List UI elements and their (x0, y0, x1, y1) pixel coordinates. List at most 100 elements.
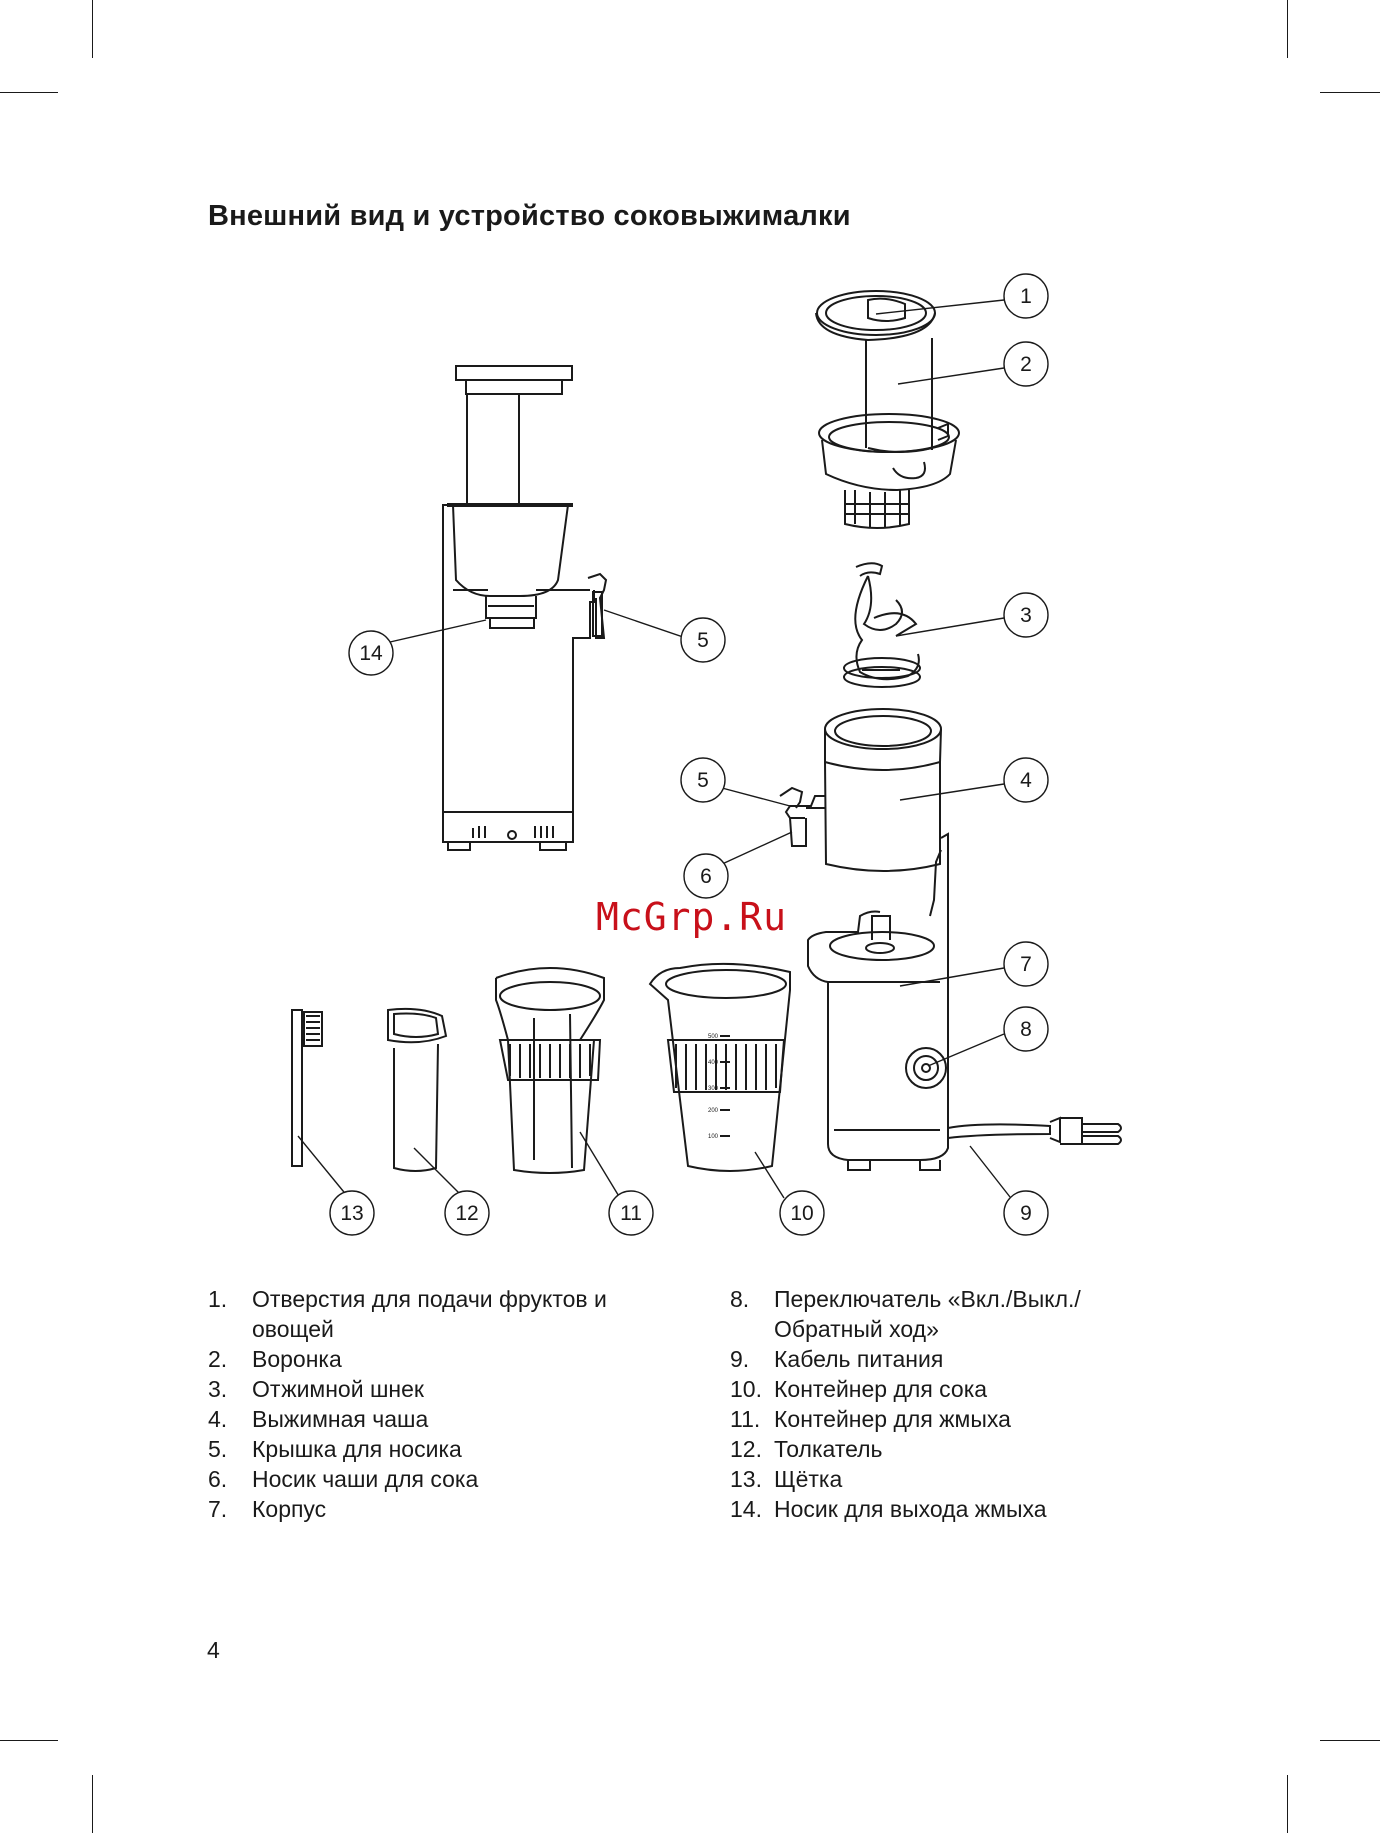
callout-number: 13 (340, 1202, 363, 1225)
callout-number: 2 (1020, 353, 1032, 376)
motor-base-illustration (807, 832, 949, 1171)
legend-text: Носик чаши для сока (252, 1466, 479, 1492)
callout-number: 6 (700, 865, 712, 888)
legend-text: Выжимная чаша (252, 1406, 429, 1432)
callout-circle (444, 1190, 490, 1236)
legend-number: 3. (208, 1376, 228, 1402)
legend-number: 6. (208, 1466, 228, 1492)
legend-text: Корпус (252, 1496, 327, 1522)
callout-circle (1003, 341, 1049, 387)
legend-number: 1. (208, 1286, 228, 1312)
callout-circle (1003, 1190, 1049, 1236)
legend-text: Отжимной шнек (252, 1376, 424, 1402)
callout-number: 5 (697, 769, 709, 792)
crop-mark-top-right-h (1320, 92, 1380, 93)
legend-number: 7. (208, 1496, 228, 1522)
callout-circle (348, 630, 394, 676)
legend-item: 11. Контейнер для жмыха (730, 1404, 1170, 1434)
crop-mark-top-left-h (0, 92, 58, 93)
power-cable-illustration (947, 1116, 1122, 1145)
crop-mark-bottom-right-h (1320, 1740, 1380, 1741)
legend-item: 6. Носик чаши для сока (208, 1464, 628, 1494)
callout-circle (680, 757, 726, 803)
legend-item: 14. Носик для выхода жмыха (730, 1494, 1170, 1524)
legend-text: Контейнер для сока (774, 1376, 988, 1402)
callout-number: 4 (1020, 769, 1032, 792)
legend-number: 13. (730, 1466, 762, 1492)
pulp-container-illustration (495, 967, 605, 1174)
callout-number: 12 (455, 1202, 478, 1225)
callout-circle (683, 853, 729, 899)
parts-legend-left: 1.Отверстия для подачи фруктов и овощей … (208, 1284, 628, 1524)
legend-item: 4. Выжимная чаша (208, 1404, 628, 1434)
callout-circle (1003, 592, 1049, 638)
callout-circle (680, 617, 726, 663)
legend-text: Кабель питания (774, 1346, 944, 1372)
callout-circle (1003, 941, 1049, 987)
legend-number: 4. (208, 1406, 228, 1432)
legend-text: Воронка (252, 1346, 342, 1372)
page-title: Внешний вид и устройство соковыжималки (208, 200, 851, 232)
crop-mark-top-right-v (1287, 0, 1288, 58)
legend-item: 13. Щётка (730, 1464, 1170, 1494)
legend-number: 14. (730, 1496, 762, 1522)
callout-number: 3 (1020, 604, 1032, 627)
juice-container-illustration (648, 962, 791, 1172)
legend-number: 10. (730, 1376, 762, 1402)
brush-illustration (291, 1009, 323, 1167)
legend-item: 2.Воронка (208, 1344, 628, 1374)
legend-number: 8. (730, 1286, 750, 1312)
callout-number: 7 (1020, 953, 1032, 976)
legend-item: 8. Переключатель «Вкл./Выкл./Обратный ход… (730, 1284, 1170, 1344)
callout-number: 14 (359, 642, 383, 665)
legend-text: Контейнер для жмыха (774, 1406, 1011, 1432)
watermark: McGrp.Ru (596, 895, 788, 939)
juicing-bowl-illustration (779, 708, 942, 872)
callout-circle (608, 1190, 654, 1236)
callout-number: 10 (790, 1202, 813, 1225)
legend-text: Щётка (774, 1466, 843, 1492)
callout-numbers: 1 2 3 4 5 5 6 7 8 9 10 11 12 13 14 (340, 285, 1032, 1225)
crop-mark-bottom-left-v (92, 1775, 93, 1833)
scale-label: 400 (708, 1060, 719, 1066)
legend-number: 11. (730, 1406, 761, 1432)
crop-mark-top-left-v (92, 0, 93, 58)
legend-item: 7. Корпус (208, 1494, 628, 1524)
callout-number: 8 (1020, 1018, 1032, 1041)
scale-label: 200 (708, 1108, 719, 1114)
legend-item: 1. Отверстия для подачи фруктов и овощей (208, 1284, 628, 1344)
crop-mark-bottom-right-v (1287, 1775, 1288, 1833)
callout-number: 5 (697, 629, 709, 652)
legend-number: 5. (208, 1436, 228, 1462)
callout-circle (329, 1190, 375, 1236)
legend-item: 10. Контейнер для сока (730, 1374, 1170, 1404)
callout-number: 9 (1020, 1202, 1032, 1225)
callouts (329, 273, 1049, 1236)
parts-legend-right: 8. Переключатель «Вкл./Выкл./Обратный ход… (730, 1284, 1170, 1524)
scale-label: 300 (708, 1086, 719, 1092)
scale-label: 100 (708, 1134, 719, 1140)
legend-number: 9. (730, 1346, 750, 1372)
page-number: 4 (207, 1637, 220, 1663)
assembled-juicer-illustration (442, 365, 608, 851)
legend-text: Отверстия для подачи фруктов и овощей (252, 1286, 607, 1342)
callout-number: 1 (1020, 285, 1032, 308)
legend-text: Крышка для носика (252, 1436, 462, 1462)
legend-item: 12.Толкатель (730, 1434, 1170, 1464)
legend-text: Переключатель «Вкл./Выкл./Обратный ход» (774, 1286, 1081, 1342)
callout-circle (1003, 273, 1049, 319)
auger-illustration (843, 562, 921, 688)
legend-item: 9. Кабель питания (730, 1344, 1170, 1374)
pusher-illustration (387, 1007, 448, 1172)
legend-text: Носик для выхода жмыха (774, 1496, 1047, 1522)
legend-text: Толкатель (774, 1436, 883, 1462)
funnel-illustration (815, 290, 960, 529)
legend-item: 5. Крышка для носика (208, 1434, 628, 1464)
callout-circle (1003, 757, 1049, 803)
callout-circle (779, 1190, 825, 1236)
callout-circle (1003, 1006, 1049, 1052)
callout-number: 11 (620, 1202, 642, 1225)
scale-label: 500 (708, 1034, 719, 1040)
leader-lines (297, 299, 1011, 1199)
